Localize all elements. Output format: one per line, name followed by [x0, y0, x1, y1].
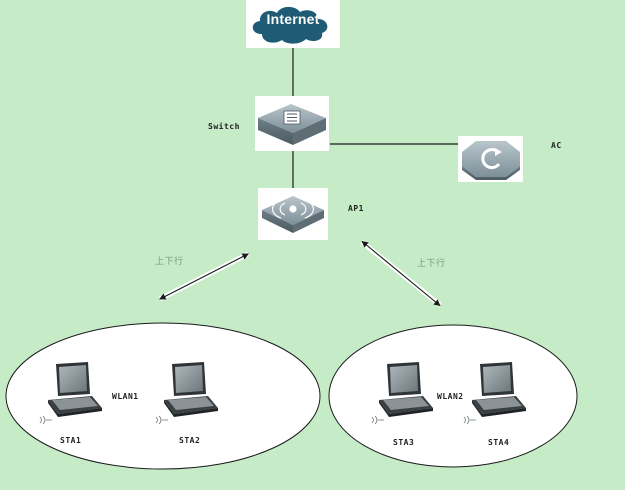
controller-icon: [481, 148, 502, 169]
wireless-signal-icon: [463, 415, 476, 425]
ac-label: AC: [551, 141, 562, 150]
wlan2-label: WLAN2: [437, 392, 464, 401]
switch-label: Switch: [208, 122, 240, 131]
switch-node: [255, 96, 329, 151]
station-label: STA4: [488, 438, 510, 447]
ac-node: [458, 136, 523, 182]
station-label: STA3: [393, 438, 415, 447]
wireless-signal-icon: [155, 415, 168, 425]
link-label-left: 上下行: [155, 257, 184, 267]
wireless-icon: [272, 199, 314, 219]
station-label: STA2: [179, 436, 201, 445]
cloud-icon: [252, 6, 328, 44]
ap-node: [258, 188, 328, 240]
wlan1-label: WLAN1: [112, 392, 139, 401]
ap-label: AP1: [348, 204, 364, 213]
switch-icon: [283, 110, 301, 125]
wireless-signal-icon: [371, 415, 384, 425]
uplink-arrow-left: [158, 251, 250, 302]
link-label-right: 上下行: [417, 259, 446, 269]
wlan1-area: [5, 322, 321, 470]
wlan2-area: [328, 324, 578, 468]
internet-label: Internet: [266, 11, 320, 27]
internet-node: [246, 0, 340, 48]
wireless-signal-icon: [39, 415, 52, 425]
uplink-arrow-right: [360, 240, 442, 307]
station-label: STA1: [60, 436, 82, 445]
